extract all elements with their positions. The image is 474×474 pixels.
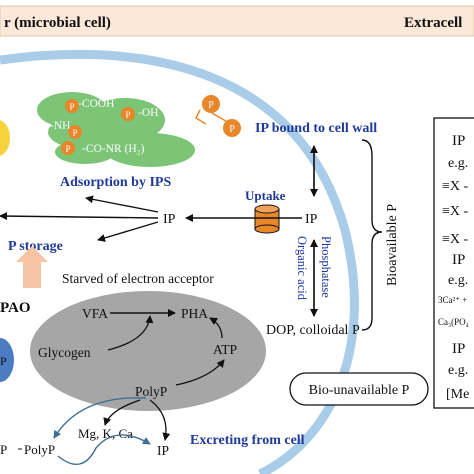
ips-group-conr: -CO-NR (H₂)	[82, 143, 145, 155]
arrow-polyp-to-atp	[175, 359, 225, 386]
arrow-glycogen-to-pha	[107, 315, 154, 351]
phosphate-badge-3: P	[68, 125, 82, 139]
phosphate-badge-4: P	[61, 141, 75, 155]
metabolism-body	[30, 291, 266, 411]
ions-label: Mg, K, Ca	[78, 426, 133, 441]
box-eg-2: e.g.	[448, 273, 468, 288]
phosphatase-label: Phosphatase	[319, 236, 333, 298]
polyp-out-label: PolyP	[24, 442, 55, 457]
header-band	[0, 5, 474, 37]
arrow-ip-to-ips	[85, 195, 159, 213]
wall-phosphate-2: P	[223, 119, 241, 137]
header-left-label: r (microbial cell)	[4, 15, 111, 31]
arrow-polyp-to-ions	[103, 399, 141, 426]
header-right-label: Extracell	[404, 15, 462, 31]
box-ip-1: IP	[452, 133, 465, 149]
pha-label: PHA	[181, 306, 208, 321]
arrow-polyp-excreted	[53, 397, 147, 439]
svg-text:P: P	[65, 144, 70, 154]
atp-label: ATP	[213, 342, 237, 357]
starved-label: Starved of electron acceptor	[62, 271, 214, 286]
cell-membrane	[0, 50, 359, 474]
box-eg-1: e.g.	[448, 156, 468, 171]
box-me: [Me	[446, 387, 469, 402]
uptake-transporter	[254, 204, 280, 234]
left-p-excretion: P	[0, 442, 7, 457]
arrow-ip-left	[0, 212, 159, 221]
box-x-3: ≡X -	[442, 232, 469, 247]
dop-label: DOP, colloidal P	[266, 323, 360, 338]
ip-inside: IP	[163, 212, 176, 227]
p-storage-label: P storage	[8, 239, 63, 254]
box-x-1: ≡X -	[442, 179, 469, 194]
wall-binding-tether-2	[195, 109, 207, 125]
arrow-atp-to-pha	[209, 317, 223, 339]
arrow-ip-to-storage	[97, 221, 159, 242]
box-ca-phosphate: Ca₃(PO₄	[438, 317, 469, 327]
bioavailable-label: Bioavailable P	[385, 204, 400, 286]
left-yellow-fragment	[0, 120, 10, 156]
vfa-label: VFA	[82, 306, 108, 321]
phosphate-badge-1: P	[65, 99, 79, 113]
ips-group-oh: -OH	[138, 107, 158, 119]
arrow-polyp-to-ip	[149, 399, 171, 441]
box-ca-reaction: 3Ca²⁺ +	[438, 295, 467, 305]
svg-text:P: P	[125, 110, 130, 120]
svg-text:P: P	[229, 124, 235, 135]
bioavailable-box	[433, 117, 474, 409]
left-blue-fragment	[0, 338, 14, 382]
svg-text:P: P	[208, 100, 214, 111]
box-eg-3: e.g.	[448, 363, 468, 378]
ips-cloud	[37, 92, 195, 167]
polyp-label: PolyP	[135, 384, 167, 399]
organic-acid-label: Organic acid	[295, 236, 309, 301]
box-ip-2: IP	[452, 252, 465, 268]
pao-up-arrow	[16, 246, 48, 288]
bio-unavailable-label: Bio-unavailable P	[309, 383, 410, 398]
phosphate-badge-2: P	[121, 107, 135, 121]
svg-text:P: P	[72, 128, 77, 138]
arrow-polyp-recycle	[57, 434, 151, 465]
glycogen-label: Glycogen	[38, 345, 91, 360]
ip-outside: IP	[305, 212, 318, 227]
uptake-label: Uptake	[245, 188, 286, 203]
box-x-2: ≡X -	[442, 204, 469, 219]
excreted-ip-label: IP	[157, 443, 169, 458]
wall-phosphate-1: P	[202, 95, 220, 113]
ips-caption: Adsorption by IPS	[60, 175, 171, 190]
pao-label: PAO	[0, 300, 31, 316]
bio-unavailable-box	[289, 372, 429, 406]
bioavailable-brace	[361, 139, 383, 331]
ips-group-nh2: -NH₂	[50, 120, 74, 132]
ips-group-cooh: -COOH	[78, 98, 114, 110]
left-p-fragment: P	[0, 354, 7, 368]
excretion-caption: Excreting from cell	[190, 433, 305, 448]
svg-text:P: P	[69, 102, 74, 112]
cell-wall-label: IP bound to cell wall	[255, 121, 377, 136]
box-ip-3: IP	[452, 341, 465, 357]
